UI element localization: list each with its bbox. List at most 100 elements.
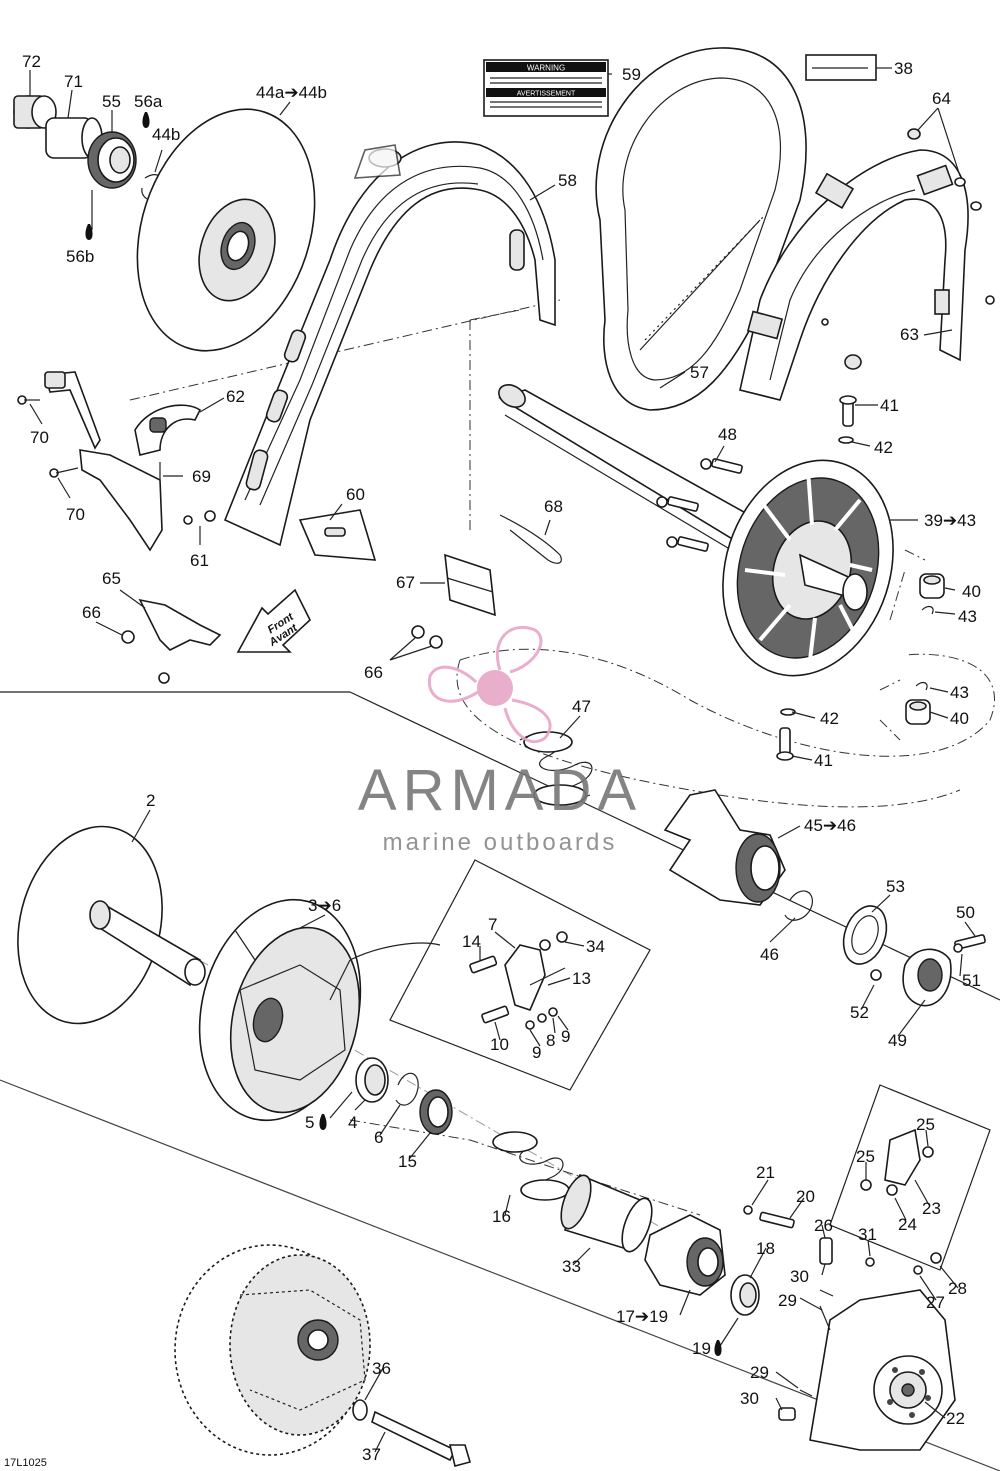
callout-25-lower: 25 — [856, 1147, 875, 1166]
leader-lines — [29, 67, 976, 1453]
part-governor-cup-22 — [778, 1237, 956, 1451]
part-pin-41-upper — [838, 395, 857, 444]
part-seal-15 — [419, 1089, 453, 1135]
watermark-title: ARMADA — [358, 758, 642, 823]
callout-29-lower: 29 — [750, 1363, 769, 1382]
callout-71: 71 — [64, 72, 83, 91]
part-bushing-4 — [355, 1057, 389, 1103]
part-fasteners-66 — [411, 625, 443, 649]
part-spring-47 — [519, 731, 593, 806]
part-screws-48 — [656, 458, 743, 552]
oil-drop-icon — [142, 112, 150, 128]
callout-25-upper: 25 — [916, 1115, 935, 1134]
callout-59: 59 — [622, 65, 641, 84]
part-warning-label-59: WARNING AVERTISSEMENT — [483, 59, 609, 117]
part-pin-68 — [499, 514, 562, 564]
callout-17-19: 17➔19 — [616, 1307, 668, 1326]
callout-33: 33 — [562, 1257, 581, 1276]
callout-8: 8 — [546, 1031, 555, 1050]
part-cover-63 — [739, 128, 995, 401]
callout-34: 34 — [586, 937, 605, 956]
callout-30-lower: 30 — [740, 1389, 759, 1408]
ref-line-lower — [349, 1119, 701, 1216]
frame-line-diagonal-top — [349, 691, 1000, 1001]
part-roller-40-upper — [919, 573, 945, 615]
part-belt-guard-58 — [223, 141, 556, 547]
watermark-subtitle: marine outboards — [383, 829, 618, 856]
part-fasteners-61 — [183, 510, 216, 525]
callout-15: 15 — [398, 1152, 417, 1171]
part-bracket-60 — [298, 509, 377, 561]
roller-detail-box — [829, 1084, 991, 1271]
callout-22: 22 — [946, 1409, 965, 1428]
callout-37: 37 — [362, 1445, 381, 1464]
callout-57: 57 — [690, 363, 709, 382]
callout-20: 20 — [796, 1187, 815, 1206]
part-roller-40-lower — [905, 681, 931, 725]
callout-19: 19 — [692, 1339, 711, 1358]
callout-3-6: 3➔6 — [308, 896, 341, 915]
callout-6: 6 — [374, 1128, 383, 1147]
ref-line-loop — [459, 648, 995, 757]
callout-4: 4 — [348, 1113, 357, 1132]
callout-70-lower: 70 — [66, 505, 85, 524]
part-spring-16 — [492, 1131, 570, 1201]
callout-9-right: 9 — [561, 1027, 570, 1046]
part-spider-17-19 — [644, 1214, 726, 1296]
warning-heading-fr: AVERTISSEMENT — [517, 91, 576, 98]
part-washer-53 — [842, 905, 888, 965]
callout-26: 26 — [814, 1216, 833, 1235]
part-assembled-clutch — [174, 1244, 371, 1456]
part-cam-45-46 — [663, 789, 786, 906]
callout-5: 5 — [305, 1113, 314, 1132]
callout-41-lower: 41 — [814, 751, 833, 770]
callout-40-lower: 40 — [950, 709, 969, 728]
callout-62: 62 — [226, 387, 245, 406]
part-bracket-bar-70 — [17, 371, 101, 478]
front-direction-arrow: Front Avant — [236, 588, 311, 653]
callout-52: 52 — [850, 1003, 869, 1022]
part-pin-41-lower — [776, 708, 796, 761]
part-bearing-55 — [87, 131, 137, 189]
callout-70-upper: 70 — [30, 428, 49, 447]
callout-29-upper: 29 — [778, 1291, 797, 1310]
callout-61: 61 — [190, 551, 209, 570]
warning-heading: WARNING — [527, 64, 565, 73]
callout-44a-44b: 44a➔44b — [256, 83, 327, 102]
callout-38: 38 — [894, 59, 913, 78]
part-bolt-20-21 — [743, 1205, 795, 1229]
callout-72: 72 — [22, 52, 41, 71]
callout-18: 18 — [756, 1239, 775, 1258]
part-bracket-69 — [79, 449, 163, 552]
callout-45-46: 45➔46 — [804, 816, 856, 835]
callout-58: 58 — [558, 171, 577, 190]
callout-39-43: 39➔43 — [924, 511, 976, 530]
callout-31: 31 — [858, 1225, 877, 1244]
callout-36: 36 — [372, 1359, 391, 1378]
oil-drop-icon — [85, 224, 93, 240]
ramp-detail-box — [349, 859, 651, 1091]
callout-13: 13 — [572, 969, 591, 988]
part-movable-sheave-3-6 — [198, 898, 362, 1122]
callout-53: 53 — [886, 877, 905, 896]
callout-43-upper: 43 — [958, 607, 977, 626]
watermark-logo: ARMADA marine outboards — [358, 625, 642, 856]
part-hinge-67 — [444, 553, 496, 617]
part-sleeve-71 — [45, 117, 103, 159]
callout-44b: 44b — [152, 125, 180, 144]
callout-24: 24 — [898, 1215, 917, 1234]
callout-41-upper: 41 — [880, 396, 899, 415]
callout-63: 63 — [900, 325, 919, 344]
callout-67: 67 — [396, 573, 415, 592]
callout-40-upper: 40 — [962, 582, 981, 601]
callout-50: 50 — [956, 903, 975, 922]
callout-23: 23 — [922, 1199, 941, 1218]
callout-2: 2 — [146, 791, 155, 810]
callout-7: 7 — [488, 915, 497, 934]
part-circlip-6 — [395, 1072, 419, 1106]
part-bushing-18 — [730, 1274, 760, 1316]
figure-code: 17L1025 — [4, 1457, 47, 1469]
part-washer-36 — [352, 1399, 368, 1421]
part-label-38 — [805, 54, 877, 81]
callout-14: 14 — [462, 932, 481, 951]
